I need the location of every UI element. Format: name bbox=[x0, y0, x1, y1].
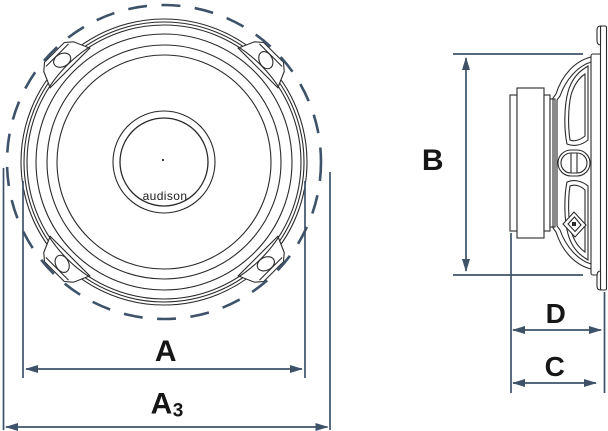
front-view bbox=[5, 3, 323, 321]
dimension-a3 bbox=[2, 168, 331, 431]
cone-inner-ring bbox=[112, 110, 216, 214]
magnet-front-plate bbox=[543, 94, 551, 232]
speaker-rim-outer-rings bbox=[20, 18, 308, 306]
dim-label-b: B bbox=[421, 144, 445, 177]
gasket-lip-bottom bbox=[596, 270, 602, 291]
dim-label-a3: A3 bbox=[150, 387, 184, 422]
dimension-lines bbox=[2, 53, 606, 431]
terminal-block bbox=[562, 211, 587, 238]
gasket-lip-top bbox=[596, 25, 602, 46]
clearance-dashed-circle bbox=[5, 3, 323, 321]
cone-outer-ring bbox=[56, 54, 272, 270]
screw-hole bbox=[256, 256, 275, 272]
basket-inner-profile bbox=[556, 61, 592, 265]
dust-cap bbox=[119, 117, 209, 207]
side-view bbox=[509, 25, 608, 291]
brand-label: audison bbox=[142, 189, 188, 203]
mounting-flange bbox=[590, 53, 602, 276]
center-point bbox=[161, 158, 165, 162]
dimension-a bbox=[22, 181, 306, 378]
basket-window-top bbox=[564, 64, 589, 146]
dim-label-a3-subscript: 3 bbox=[172, 400, 184, 422]
screw-hole bbox=[54, 254, 70, 273]
magnet-assembly bbox=[509, 87, 556, 239]
basket-window-bottom-inner bbox=[568, 184, 586, 254]
surround-inner-ring bbox=[46, 44, 282, 280]
basket-outer-profile bbox=[552, 56, 592, 270]
basket-vent-rib bbox=[570, 153, 578, 173]
basket-window-top-inner bbox=[568, 72, 586, 142]
frame-ring bbox=[26, 24, 302, 300]
surround-outer-ring bbox=[35, 33, 293, 291]
magnet-back-plate bbox=[509, 94, 518, 232]
basket-vent-outer bbox=[557, 149, 591, 177]
dimension-c-d bbox=[510, 233, 606, 393]
screw-hole bbox=[258, 51, 274, 70]
dim-label-d: D bbox=[545, 298, 567, 329]
speaker-cone-rings bbox=[26, 24, 302, 300]
gasket bbox=[596, 25, 608, 291]
dimension-b bbox=[453, 53, 583, 276]
basket-window-bottom bbox=[564, 180, 589, 262]
basket-vent-inner bbox=[560, 152, 588, 174]
dim-label-c: C bbox=[544, 351, 566, 382]
basket-frame bbox=[552, 56, 592, 270]
dim-label-a: A bbox=[154, 335, 178, 368]
dim-label-a3-base: A bbox=[150, 387, 173, 421]
magnet bbox=[516, 87, 545, 239]
screw-hole bbox=[53, 52, 72, 68]
